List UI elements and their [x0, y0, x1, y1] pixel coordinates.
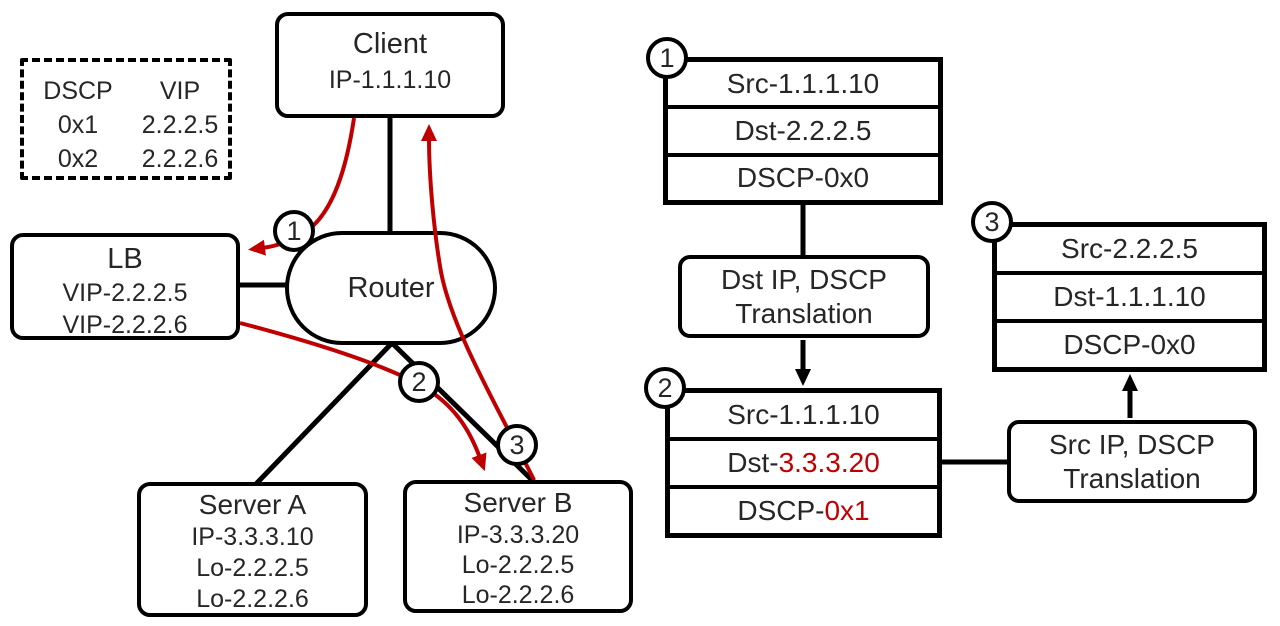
packet3-dst-text: Dst-1.1.1.10: [1053, 281, 1206, 312]
step-marker-2: 2: [398, 361, 440, 403]
server-a-lo-2: Lo-2.2.2.6: [196, 585, 309, 613]
dst-translation-line-1: Dst IP, DSCP: [721, 263, 887, 295]
server-b-ip: IP-3.3.3.20: [456, 521, 580, 549]
client-ip: IP-1.1.1.10: [328, 66, 452, 94]
server-a-ip: IP-3.3.3.10: [191, 523, 314, 551]
packet2-step-badge: 2: [644, 367, 686, 409]
packet-box-3: Src-2.2.2.5 Dst-1.1.1.10 DSCP-0x0: [992, 222, 1267, 372]
packet3-step-label: 3: [984, 206, 1000, 237]
dst-translation-line-2: Translation: [735, 297, 873, 329]
packet3-src-text: Src-2.2.2.5: [1061, 233, 1198, 264]
mapping-table-header: DSCP VIP: [24, 74, 228, 108]
server-a-title: Server A: [198, 489, 307, 520]
mapping-row: 0x1 2.2.2.5: [24, 108, 228, 142]
lb-title: LB: [107, 243, 143, 275]
packet2-step-label: 2: [657, 372, 673, 403]
mapping-col-dscp: DSCP: [43, 77, 113, 105]
step-marker-1: 1: [273, 210, 315, 252]
flow-arrow-3-server-b-to-client: [421, 124, 536, 481]
lb-vip-1: VIP-2.2.2.5: [62, 279, 188, 307]
step-marker-1-label: 1: [286, 215, 302, 246]
lb-node: LB VIP-2.2.2.5 VIP-2.2.2.6: [10, 233, 240, 340]
mapping-row: 0x2 2.2.2.6: [24, 142, 228, 176]
link-router-server-a: [254, 341, 394, 486]
server-b-lo-2: Lo-2.2.2.6: [461, 581, 575, 609]
router-node-shape: [285, 231, 497, 345]
packet2-src-field: Src-1.1.1.10: [670, 393, 937, 437]
packet1-step-label: 1: [659, 42, 675, 73]
packet1-dst-text: Dst-2.2.2.5: [734, 114, 872, 146]
router-title: Router: [347, 271, 435, 304]
dscp-vip-mapping-table: DSCP VIP 0x1 2.2.2.5 0x2 2.2.2.6: [20, 58, 232, 180]
packet-box-1: Src-1.1.1.10 Dst-2.2.2.5 DSCP-0x0: [663, 57, 943, 205]
mapping-col-vip: VIP: [159, 77, 201, 105]
src-translation-line-2: Translation: [1063, 462, 1201, 494]
client-node: Client IP-1.1.1.10: [275, 12, 505, 118]
packet1-dst-field: Dst-2.2.2.5: [668, 105, 938, 152]
src-translation-box: Src IP, DSCP Translation: [1007, 420, 1257, 503]
packet3-dscp-text: DSCP-0x0: [1063, 329, 1196, 360]
packet2-dst-highlight: 3.3.3.20: [778, 447, 880, 478]
packet2-dst-text: Dst-: [727, 447, 779, 478]
packet-box-2: Src-1.1.1.10 Dst-3.3.3.20 DSCP-0x1: [665, 388, 942, 538]
packet1-dscp-field: DSCP-0x0: [668, 152, 938, 200]
mapping-vip-value: 2.2.2.5: [141, 111, 219, 139]
src-translation-line-1: Src IP, DSCP: [1049, 428, 1215, 460]
mapping-dscp-value: 0x2: [57, 145, 99, 173]
packet2-dscp-text: DSCP-: [737, 495, 825, 526]
packet3-step-badge: 3: [971, 201, 1013, 243]
server-b-title: Server B: [463, 487, 573, 518]
packet2-dst-field: Dst-3.3.3.20: [670, 437, 937, 485]
step-marker-2-label: 2: [411, 366, 427, 397]
packet3-dst-field: Dst-1.1.1.10: [997, 271, 1262, 319]
step-marker-3: 3: [496, 424, 538, 466]
packet1-src-field: Src-1.1.1.10: [668, 62, 938, 105]
packet2-dscp-highlight: 0x1: [824, 495, 870, 526]
packet3-dscp-field: DSCP-0x0: [997, 319, 1262, 367]
router-node: Router: [287, 233, 495, 343]
packet1-src-text: Src-1.1.1.10: [726, 67, 880, 99]
mapping-vip-value: 2.2.2.6: [141, 145, 219, 173]
packet3-src-field: Src-2.2.2.5: [997, 227, 1262, 271]
packet2-dscp-field: DSCP-0x1: [670, 485, 937, 533]
mapping-dscp-value: 0x1: [57, 111, 99, 139]
server-a-lo-1: Lo-2.2.2.5: [196, 554, 309, 582]
server-b-node: Server B IP-3.3.3.20 Lo-2.2.2.5 Lo-2.2.2…: [403, 480, 633, 613]
dst-translation-box: Dst IP, DSCP Translation: [678, 255, 930, 338]
server-b-lo-1: Lo-2.2.2.5: [461, 551, 575, 579]
client-title: Client: [352, 28, 428, 60]
packet2-src-text: Src-1.1.1.10: [727, 399, 880, 430]
packet1-step-badge: 1: [646, 37, 688, 79]
lb-vip-2: VIP-2.2.2.6: [62, 311, 188, 339]
server-a-node: Server A IP-3.3.3.10 Lo-2.2.2.5 Lo-2.2.2…: [137, 482, 368, 617]
packet1-dscp-text: DSCP-0x0: [736, 162, 870, 194]
step-marker-3-label: 3: [509, 429, 525, 460]
